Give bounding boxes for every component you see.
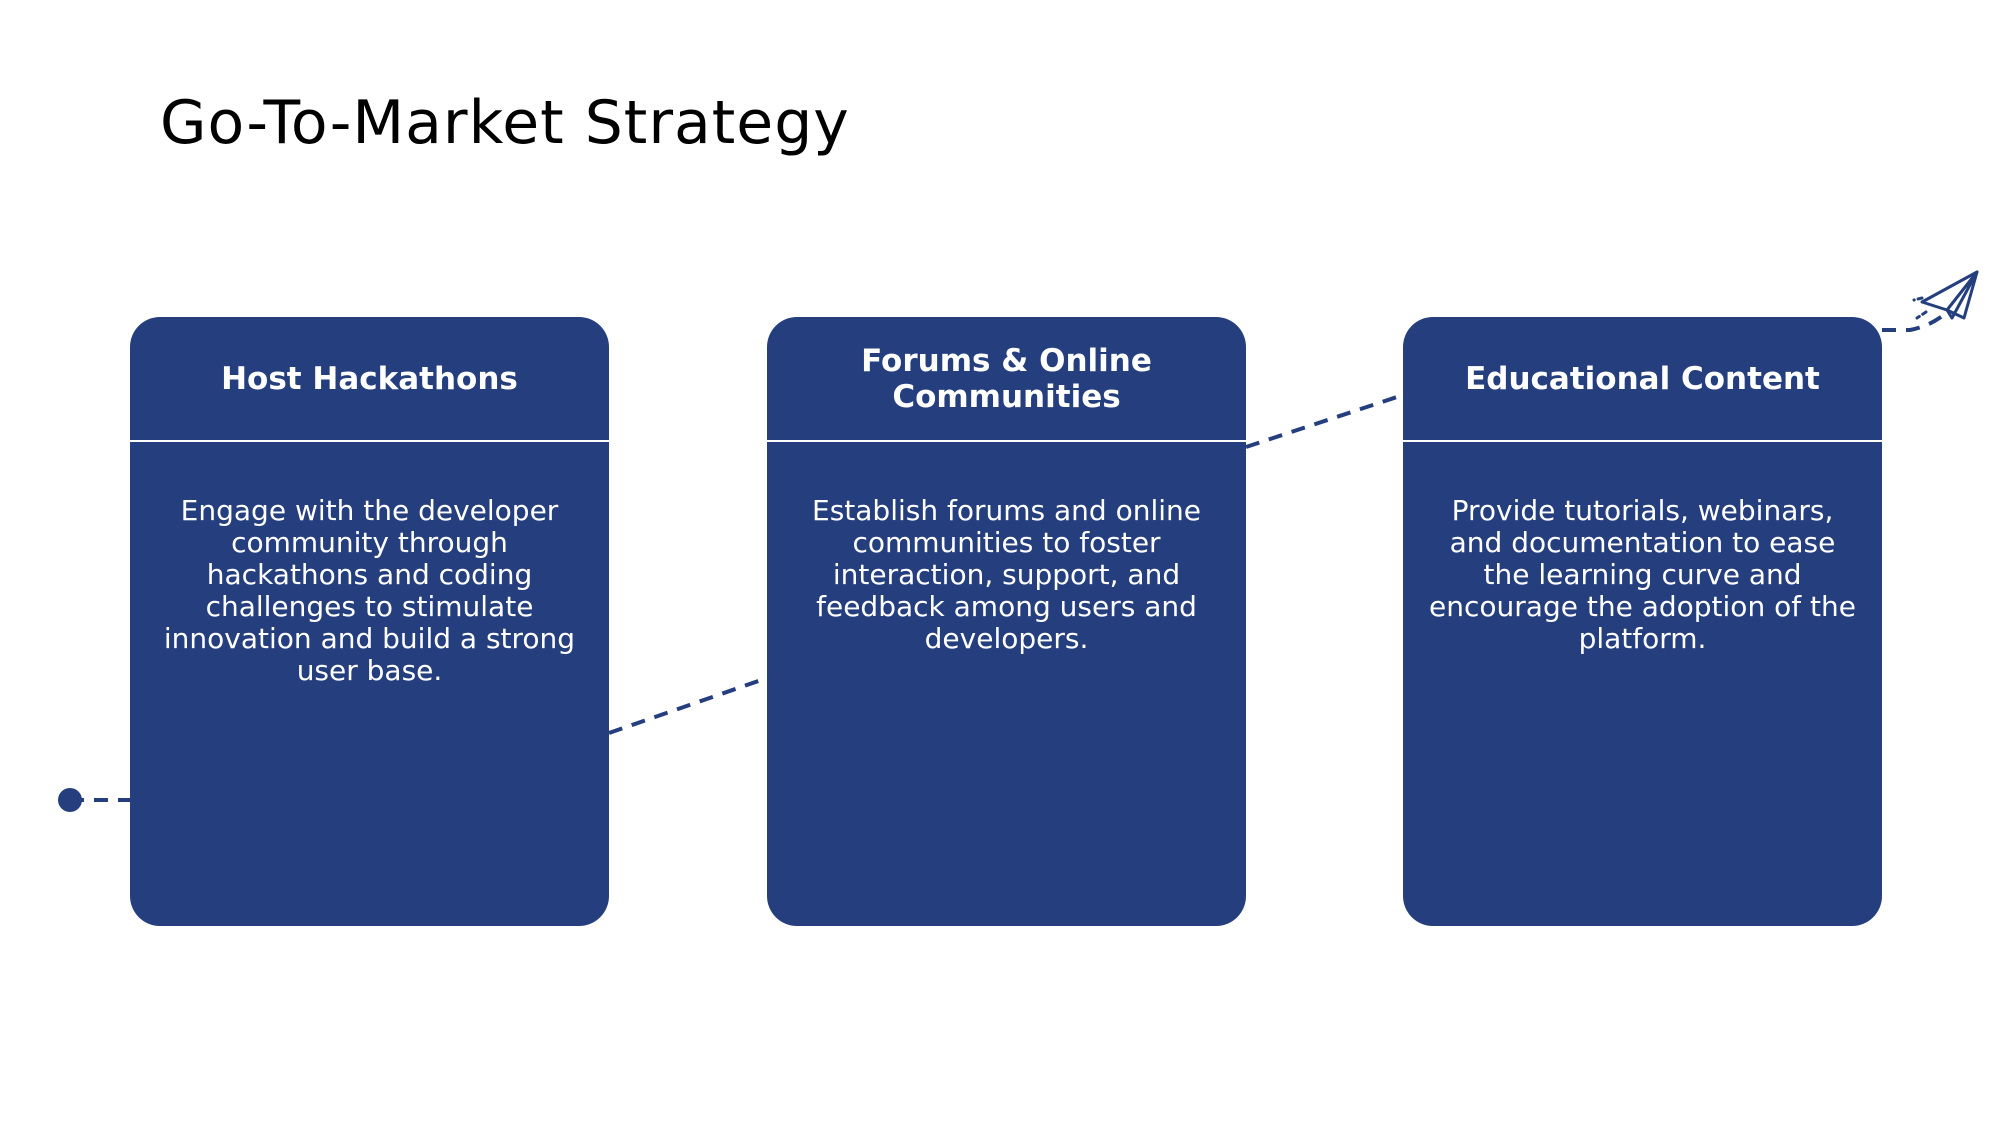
card-divider bbox=[767, 440, 1246, 442]
start-dot-icon bbox=[58, 788, 82, 812]
card-forums-online-communities: Forums & Online Communities Establish fo… bbox=[767, 317, 1246, 926]
card-divider bbox=[130, 440, 609, 442]
card-body: Establish forums and online communities … bbox=[812, 494, 1201, 655]
slide-title: Go-To-Market Strategy bbox=[160, 88, 850, 158]
path-segment-end bbox=[1882, 312, 1947, 332]
card-header: Educational Content bbox=[1403, 317, 1882, 440]
card-educational-content: Educational Content Provide tutorials, w… bbox=[1403, 317, 1882, 926]
card-title: Host Hackathons bbox=[221, 360, 518, 397]
paper-plane-icon bbox=[1912, 270, 1979, 320]
path-segment-2-3 bbox=[1245, 393, 1404, 449]
card-host-hackathons: Host Hackathons Engage with the develope… bbox=[130, 317, 609, 926]
card-body: Engage with the developer community thro… bbox=[163, 494, 576, 687]
card-title: Forums & Online Communities bbox=[861, 342, 1152, 415]
path-segment-1-2 bbox=[608, 676, 768, 735]
card-divider bbox=[1403, 440, 1882, 442]
card-title: Educational Content bbox=[1465, 360, 1820, 397]
card-body: Provide tutorials, webinars, and documen… bbox=[1429, 494, 1856, 655]
card-header: Host Hackathons bbox=[130, 317, 609, 440]
card-header: Forums & Online Communities bbox=[767, 317, 1246, 440]
